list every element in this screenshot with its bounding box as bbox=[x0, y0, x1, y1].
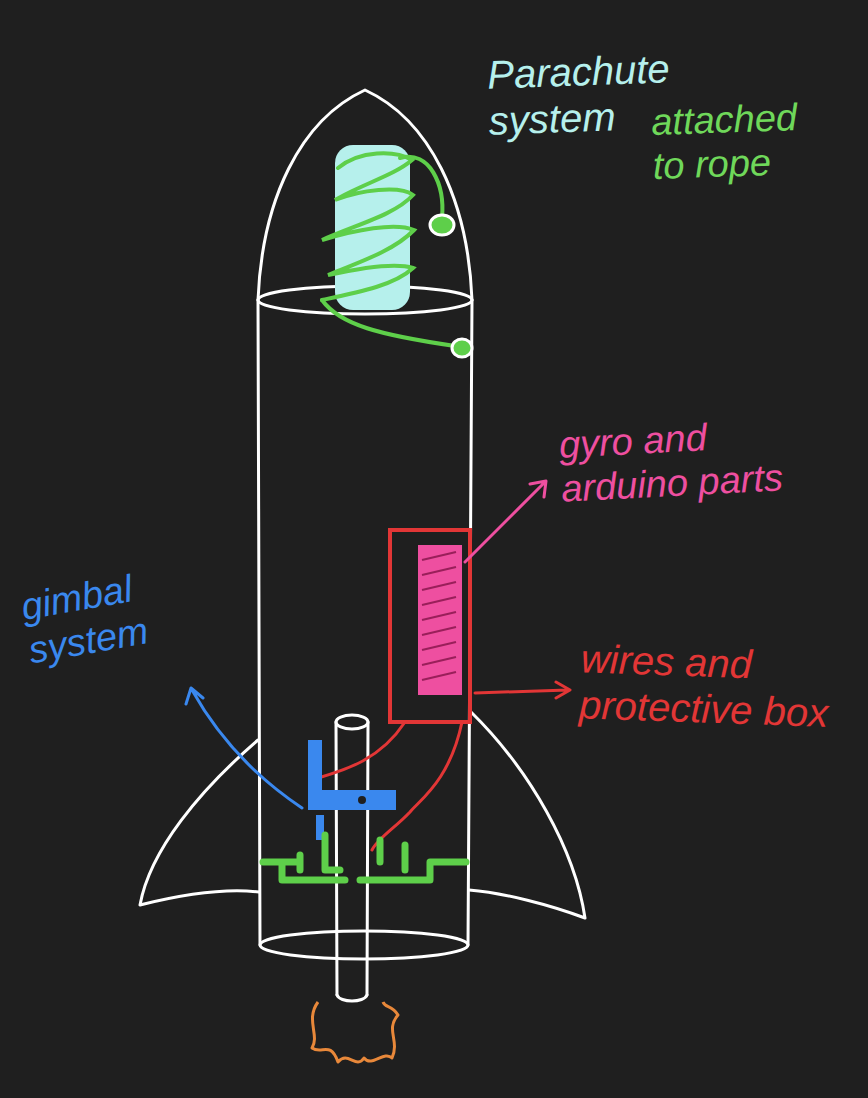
base-mount bbox=[360, 840, 466, 880]
leader-arrow bbox=[186, 688, 302, 808]
left-fin bbox=[140, 740, 259, 905]
electronics-board bbox=[418, 545, 462, 695]
nozzle-top bbox=[336, 715, 368, 729]
wire bbox=[372, 722, 462, 850]
nozzle-left bbox=[336, 722, 337, 995]
electronics-label: gyro and arduino parts bbox=[558, 412, 787, 511]
base-mount bbox=[325, 835, 340, 870]
body-bottom-rim bbox=[260, 931, 468, 959]
leader-arrow bbox=[475, 682, 570, 698]
rope-to-nose bbox=[400, 157, 442, 218]
nozzle-right bbox=[367, 722, 368, 995]
rope-label: attached to rope bbox=[651, 95, 829, 188]
protective-box bbox=[390, 530, 470, 722]
gimbal-label: gimbal system bbox=[18, 555, 215, 673]
anchor-point bbox=[452, 339, 472, 357]
body-left bbox=[258, 300, 260, 945]
wire bbox=[318, 722, 405, 778]
right-fin bbox=[469, 712, 585, 918]
anchor-point bbox=[430, 215, 454, 235]
gimbal-arm bbox=[308, 790, 396, 810]
rope-spiral bbox=[322, 153, 414, 300]
box-label: wires and protective box bbox=[578, 635, 856, 737]
exhaust-flame bbox=[312, 1002, 398, 1062]
rope-to-body bbox=[322, 300, 455, 346]
leader-arrow bbox=[465, 481, 546, 562]
nozzle-bottom bbox=[337, 995, 367, 1001]
gimbal-pivot bbox=[358, 796, 366, 804]
